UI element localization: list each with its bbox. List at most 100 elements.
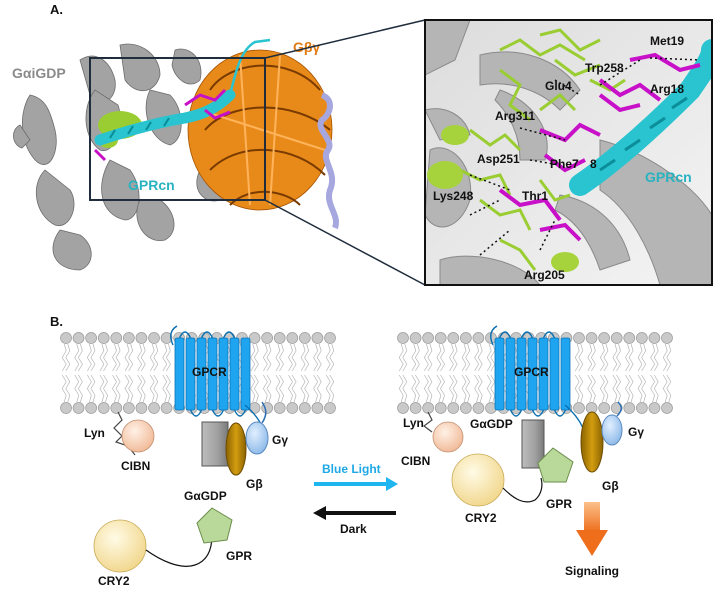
lipid-tail — [61, 374, 67, 403]
lipid-tail — [612, 343, 618, 372]
arrow-blue-light: Blue Light — [314, 462, 398, 491]
lipid-tail — [90, 343, 96, 372]
gprcn-label-overview: GPRcn — [128, 177, 175, 193]
lipid-tail — [603, 343, 609, 372]
lipid-head — [135, 332, 148, 344]
lyn-label-right: Lyn — [403, 416, 424, 430]
galpha-right — [521, 419, 545, 469]
lipid-tail — [304, 374, 310, 403]
lipid-tail — [653, 343, 659, 372]
lipid-head — [85, 402, 97, 414]
zoom-connector-bottom — [264, 199, 426, 286]
lipid-head — [447, 332, 460, 344]
lipid-tail — [452, 374, 458, 403]
lipid-tail — [74, 343, 80, 372]
lipid-tail — [587, 343, 593, 372]
cibn-label-right: CIBN — [401, 454, 430, 468]
lipid-head — [72, 402, 85, 414]
lipid-tail — [414, 374, 420, 403]
lipid-tail — [137, 374, 143, 403]
lipid-head — [273, 402, 286, 414]
panel-b: B. GPCR GPCR Lyn CIBN — [50, 314, 673, 588]
panel-b-label: B. — [50, 314, 63, 329]
lipid-head — [85, 332, 97, 344]
lipid-tail — [440, 343, 445, 372]
zoom-gray-ribbons — [425, 20, 712, 285]
residue-8: 8 — [590, 157, 597, 171]
lipid-head — [60, 332, 72, 344]
lipid-tail — [149, 374, 155, 403]
lipid-tail — [628, 374, 634, 403]
cibn-right — [432, 421, 464, 453]
zoom-hbond-dots — [469, 57, 701, 256]
gpcr-helix — [494, 337, 505, 411]
lipid-head — [311, 402, 324, 414]
lipid-tail — [165, 343, 171, 372]
cry2-left — [93, 519, 147, 573]
lipid-tail — [103, 374, 108, 403]
lipid-tail — [250, 374, 256, 403]
gpr-label-left: GPR — [226, 549, 252, 563]
gpcr-right: GPCR — [490, 325, 584, 429]
lipid-tail — [275, 343, 281, 372]
lipid-tail — [465, 343, 471, 372]
zoom-gprcn-helix-stripes — [599, 96, 688, 172]
gpcr-loops — [170, 325, 264, 429]
lipid-head — [460, 332, 472, 344]
lipid-tail — [266, 343, 272, 372]
galpha-label-overview: GαiGDP — [12, 65, 66, 81]
gpcr-label-right: GPCR — [514, 365, 549, 379]
lipid-head — [123, 332, 135, 344]
gpcr-helix — [240, 337, 251, 411]
gprcn-label-zoom: GPRcn — [645, 169, 692, 185]
gprcn-helix-stripes — [109, 117, 170, 139]
gbeta-label-right: Gβ — [602, 479, 619, 493]
lipid-tail — [300, 374, 306, 403]
lipid-tail — [86, 343, 92, 372]
gpcr-helix — [229, 337, 240, 411]
residue-glu4: Glu4 — [545, 79, 572, 93]
lipid-head — [434, 402, 447, 414]
lipid-head — [447, 402, 460, 414]
lipid-tail — [662, 343, 668, 372]
lipid-tail — [253, 343, 259, 372]
lipid-tail — [486, 374, 492, 403]
lipid-head — [397, 332, 409, 344]
panel-a-label: A. — [50, 2, 63, 17]
lipid-tail — [86, 374, 92, 403]
lipid-tail — [650, 343, 656, 372]
lipid-tail — [65, 374, 71, 403]
lipid-tail — [262, 343, 268, 372]
lipid-head — [585, 332, 598, 344]
residue-met19: Met19 — [650, 34, 684, 48]
lipid-head — [661, 402, 673, 414]
lipid-head — [148, 332, 160, 344]
cry2-right — [451, 453, 505, 507]
ggamma-helix — [317, 92, 340, 230]
lipid-head — [422, 332, 434, 344]
residue-arg18: Arg18 — [650, 82, 684, 96]
lipid-head — [135, 402, 148, 414]
lipid-tail — [650, 374, 656, 403]
lipid-tail — [112, 343, 117, 372]
lipid-tail — [279, 374, 284, 403]
residue-arg311: Arg311 — [495, 109, 535, 123]
lipid-tail — [153, 374, 159, 403]
panel-a: A. — [12, 2, 713, 286]
lipid-tail — [300, 343, 306, 372]
lipid-head — [472, 402, 485, 414]
lipid-tail — [637, 343, 643, 372]
lipid-head — [573, 402, 585, 414]
lipid-tail — [137, 343, 143, 372]
gpcr-left: GPCR — [170, 325, 264, 429]
lipid-tail — [411, 343, 417, 372]
lipid-tail — [313, 374, 319, 403]
lipid-head — [248, 402, 261, 414]
lipid-tail — [165, 374, 171, 403]
lipid-tail — [99, 343, 105, 372]
lipid-tail — [653, 374, 659, 403]
lipid-tail — [77, 343, 83, 372]
signaling-arrow — [576, 502, 608, 556]
lipid-tail — [262, 374, 268, 403]
